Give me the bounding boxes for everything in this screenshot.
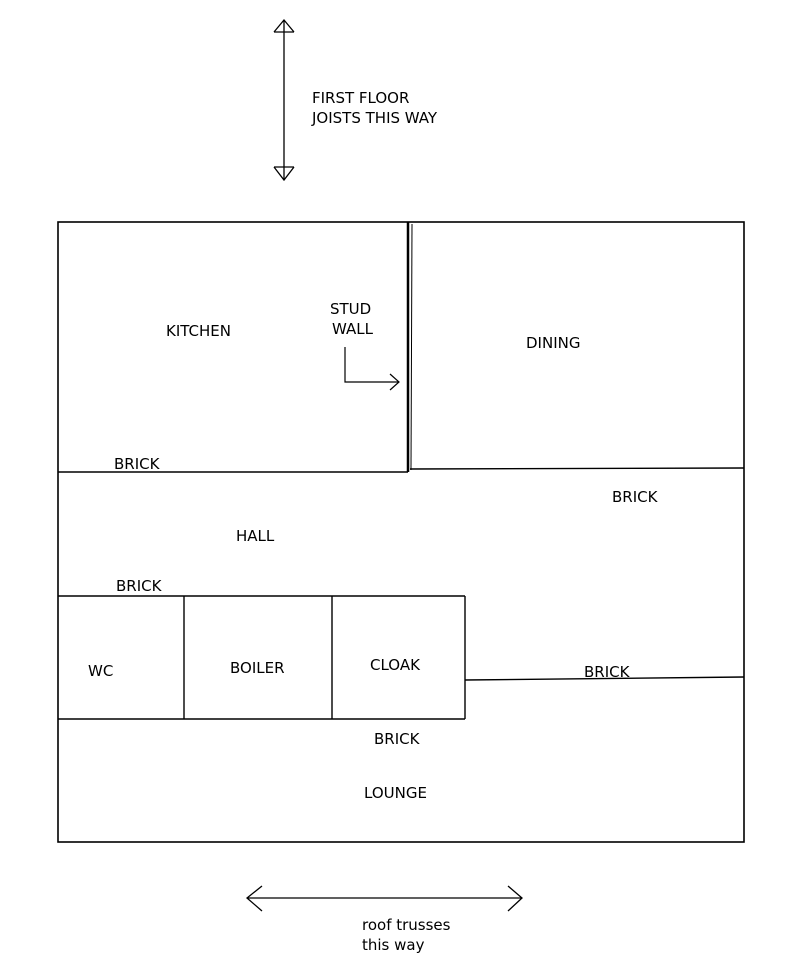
joists-arrowhead-bottom xyxy=(273,166,295,182)
trusses-direction-arrow xyxy=(245,885,523,912)
brick-label-lounge: BRICK xyxy=(374,730,421,748)
room-label-lounge: LOUNGE xyxy=(364,784,427,802)
room-label-wc: WC xyxy=(88,662,113,680)
room-label-hall: HALL xyxy=(236,527,275,545)
stud-wall-pointer-arrow xyxy=(344,347,400,391)
stud-wall-line-inner xyxy=(410,223,413,471)
room-label-kitchen: KITCHEN xyxy=(166,322,231,340)
trusses-label-line1: roof trusses xyxy=(362,916,451,934)
stud-pointer-shaft xyxy=(344,347,399,383)
stud-wall-label-line2: WALL xyxy=(332,320,374,338)
room-label-cloak: CLOAK xyxy=(370,656,421,674)
outer-wall xyxy=(57,221,745,843)
brick-label-kitchen: BRICK xyxy=(114,455,161,473)
trusses-label-line2: this way xyxy=(362,936,425,954)
stud-pointer-head xyxy=(389,373,400,391)
stud-wall-label-line1: STUD xyxy=(330,300,371,318)
brick-label-hall: BRICK xyxy=(116,577,163,595)
joists-label-line1: FIRST FLOOR xyxy=(312,89,409,107)
brick-label-cloak-right: BRICK xyxy=(584,663,631,681)
trusses-arrowhead-right xyxy=(507,885,523,912)
trusses-arrowhead-left xyxy=(245,885,263,912)
hall-lounge-wall xyxy=(464,676,745,681)
joists-direction-arrow xyxy=(273,18,295,182)
joists-arrowhead-top xyxy=(273,18,295,33)
room-label-dining: DINING xyxy=(526,334,580,352)
room-label-boiler: BOILER xyxy=(230,659,285,677)
dining-hall-wall xyxy=(409,467,745,470)
brick-label-dining: BRICK xyxy=(612,488,659,506)
joists-label-line2: JOISTS THIS WAY xyxy=(311,109,438,127)
